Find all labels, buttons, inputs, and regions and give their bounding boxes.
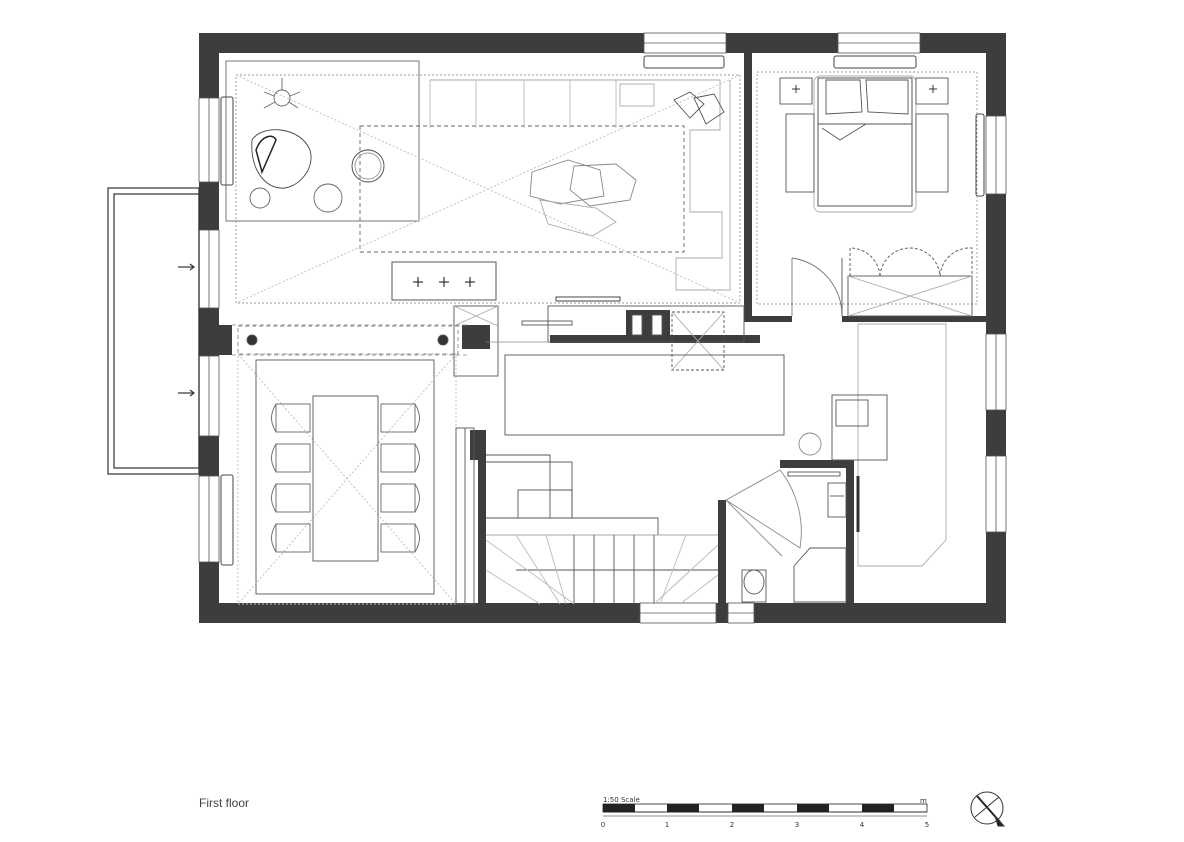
window-curtains <box>220 55 985 566</box>
scale-tick-1: 1 <box>665 821 669 829</box>
scale-tick-5: 5 <box>925 821 929 829</box>
scale-unit: m <box>920 797 927 805</box>
scale-tick-2: 2 <box>730 821 734 829</box>
balcony <box>107 187 200 475</box>
scale-bar: 1:50 Scale m 0 1 2 3 4 5 <box>601 796 929 829</box>
interior-walls <box>216 53 988 605</box>
corridor-elements <box>453 305 745 605</box>
scale-title: 1:50 Scale <box>603 796 640 804</box>
exterior-walls <box>199 33 1006 623</box>
room-divisions <box>232 324 550 356</box>
bedroom <box>756 71 978 317</box>
scale-tick-0: 0 <box>601 821 605 829</box>
hallway-bathroom <box>725 323 947 603</box>
dining-area <box>237 325 459 605</box>
north-arrow-icon <box>970 791 1006 827</box>
scale-tick-3: 3 <box>795 821 799 829</box>
kitchen-island <box>504 354 785 436</box>
windows <box>198 32 1007 624</box>
staircase <box>485 454 719 605</box>
drawing-caption: First floor <box>199 796 250 810</box>
living-room <box>225 60 741 304</box>
scale-tick-4: 4 <box>860 821 865 829</box>
